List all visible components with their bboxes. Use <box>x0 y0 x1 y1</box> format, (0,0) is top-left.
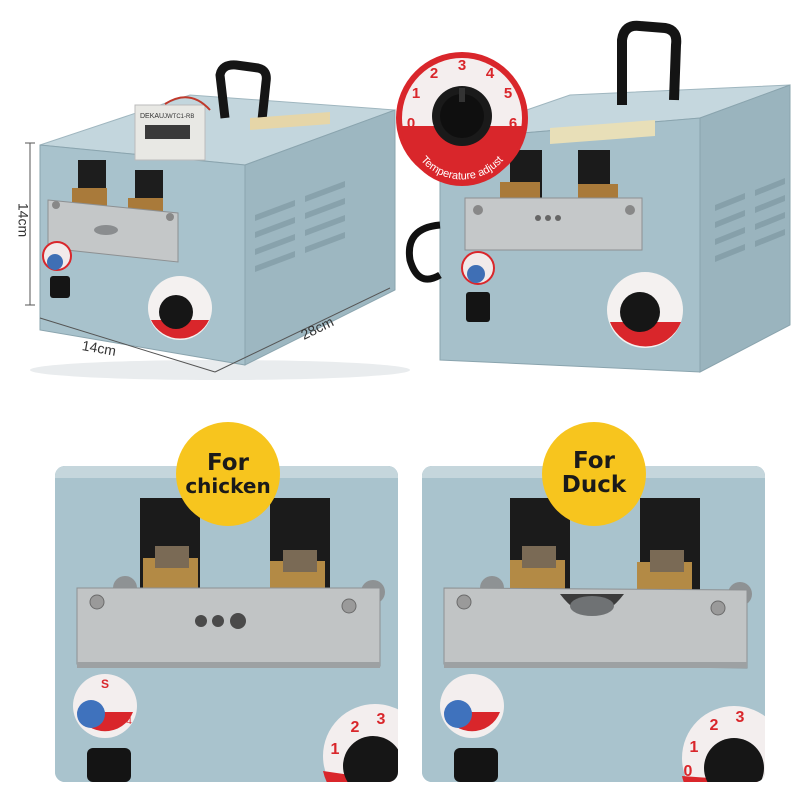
height-dimension-label: 14cm <box>15 203 31 237</box>
counter-device: DEKAU JWTC1-RB <box>134 96 211 161</box>
badge-line1: For <box>207 449 249 476</box>
closeup-dial-number-1: 1 <box>331 741 340 758</box>
duck-dial-number-0: 0 <box>684 763 693 780</box>
badge-line2: Duck <box>561 472 627 499</box>
dial-number-4: 4 <box>486 65 495 82</box>
machine-with-dimensions-image: DEKAU JWTC1-RB <box>25 60 410 380</box>
badge-line1: For <box>573 448 615 475</box>
dial-number-5: 5 <box>504 85 512 102</box>
counter-brand: DEKAU <box>140 113 164 120</box>
temperature-dial-callout: 0 1 2 3 4 5 6 Temperature adjust <box>396 52 528 186</box>
duck-dial-number-3: 3 <box>736 709 745 726</box>
small-knob-number: 4 <box>126 716 132 727</box>
closeup-dial-number-2: 2 <box>351 719 360 736</box>
duck-dial-number-1: 1 <box>690 739 699 756</box>
closeup-dial-number-3: 3 <box>377 711 386 728</box>
small-knob-label: S <box>101 677 109 691</box>
for-chicken-badge: For chicken <box>176 422 280 526</box>
duck-dial-number-2: 2 <box>710 717 719 734</box>
dial-number-1: 1 <box>412 85 420 102</box>
dial-number-6: 6 <box>509 115 517 132</box>
counter-model: JWTC1-RB <box>164 114 194 120</box>
dial-number-0: 0 <box>407 115 415 132</box>
machine-with-dial-callout-image <box>405 20 791 373</box>
badge-line2: chicken <box>185 474 271 499</box>
dial-number-2: 2 <box>430 65 438 82</box>
for-duck-badge: For Duck <box>542 422 646 526</box>
temperature-dial-small <box>148 276 212 340</box>
dial-number-3: 3 <box>458 57 466 74</box>
